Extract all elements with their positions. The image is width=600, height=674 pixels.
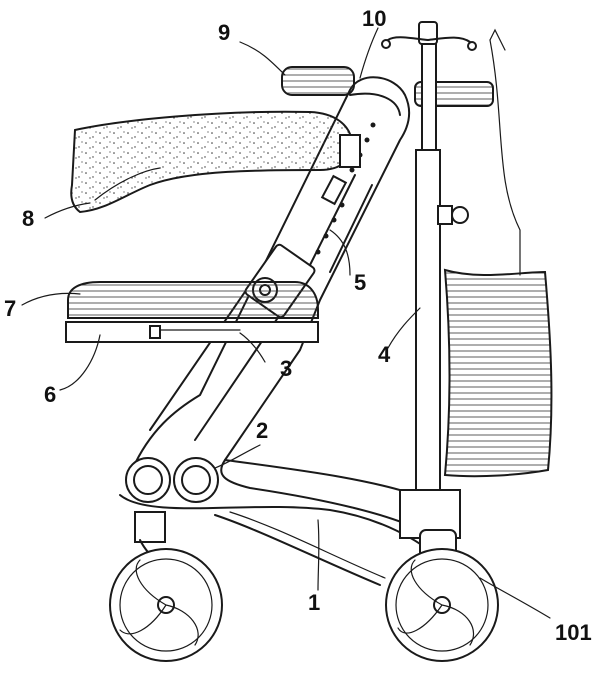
label-seat-base: 6 xyxy=(44,382,56,407)
rear-wheel xyxy=(385,529,499,662)
arm-rest xyxy=(70,110,361,214)
leader-lines xyxy=(21,27,551,619)
side-bag xyxy=(443,28,553,478)
label-arm-rest: 8 xyxy=(22,206,34,231)
label-handle-bend: 10 xyxy=(362,6,386,31)
label-height-adjust-tube: 5 xyxy=(354,270,366,295)
hand-grip xyxy=(281,66,401,116)
wheel-hubs xyxy=(125,457,219,503)
label-iv-pole: 4 xyxy=(378,342,391,367)
frame xyxy=(119,76,446,586)
label-wheel-hub: 2 xyxy=(256,418,268,443)
height-adjust-tube xyxy=(309,122,376,273)
label-rear-wheel: 101 xyxy=(555,620,592,645)
front-wheel xyxy=(109,511,223,662)
label-seat-cushion: 7 xyxy=(4,296,16,321)
label-frame: 1 xyxy=(308,590,320,615)
label-handle-lock: 3 xyxy=(280,356,292,381)
seat xyxy=(65,281,319,343)
label-hand-grip: 9 xyxy=(218,20,230,45)
